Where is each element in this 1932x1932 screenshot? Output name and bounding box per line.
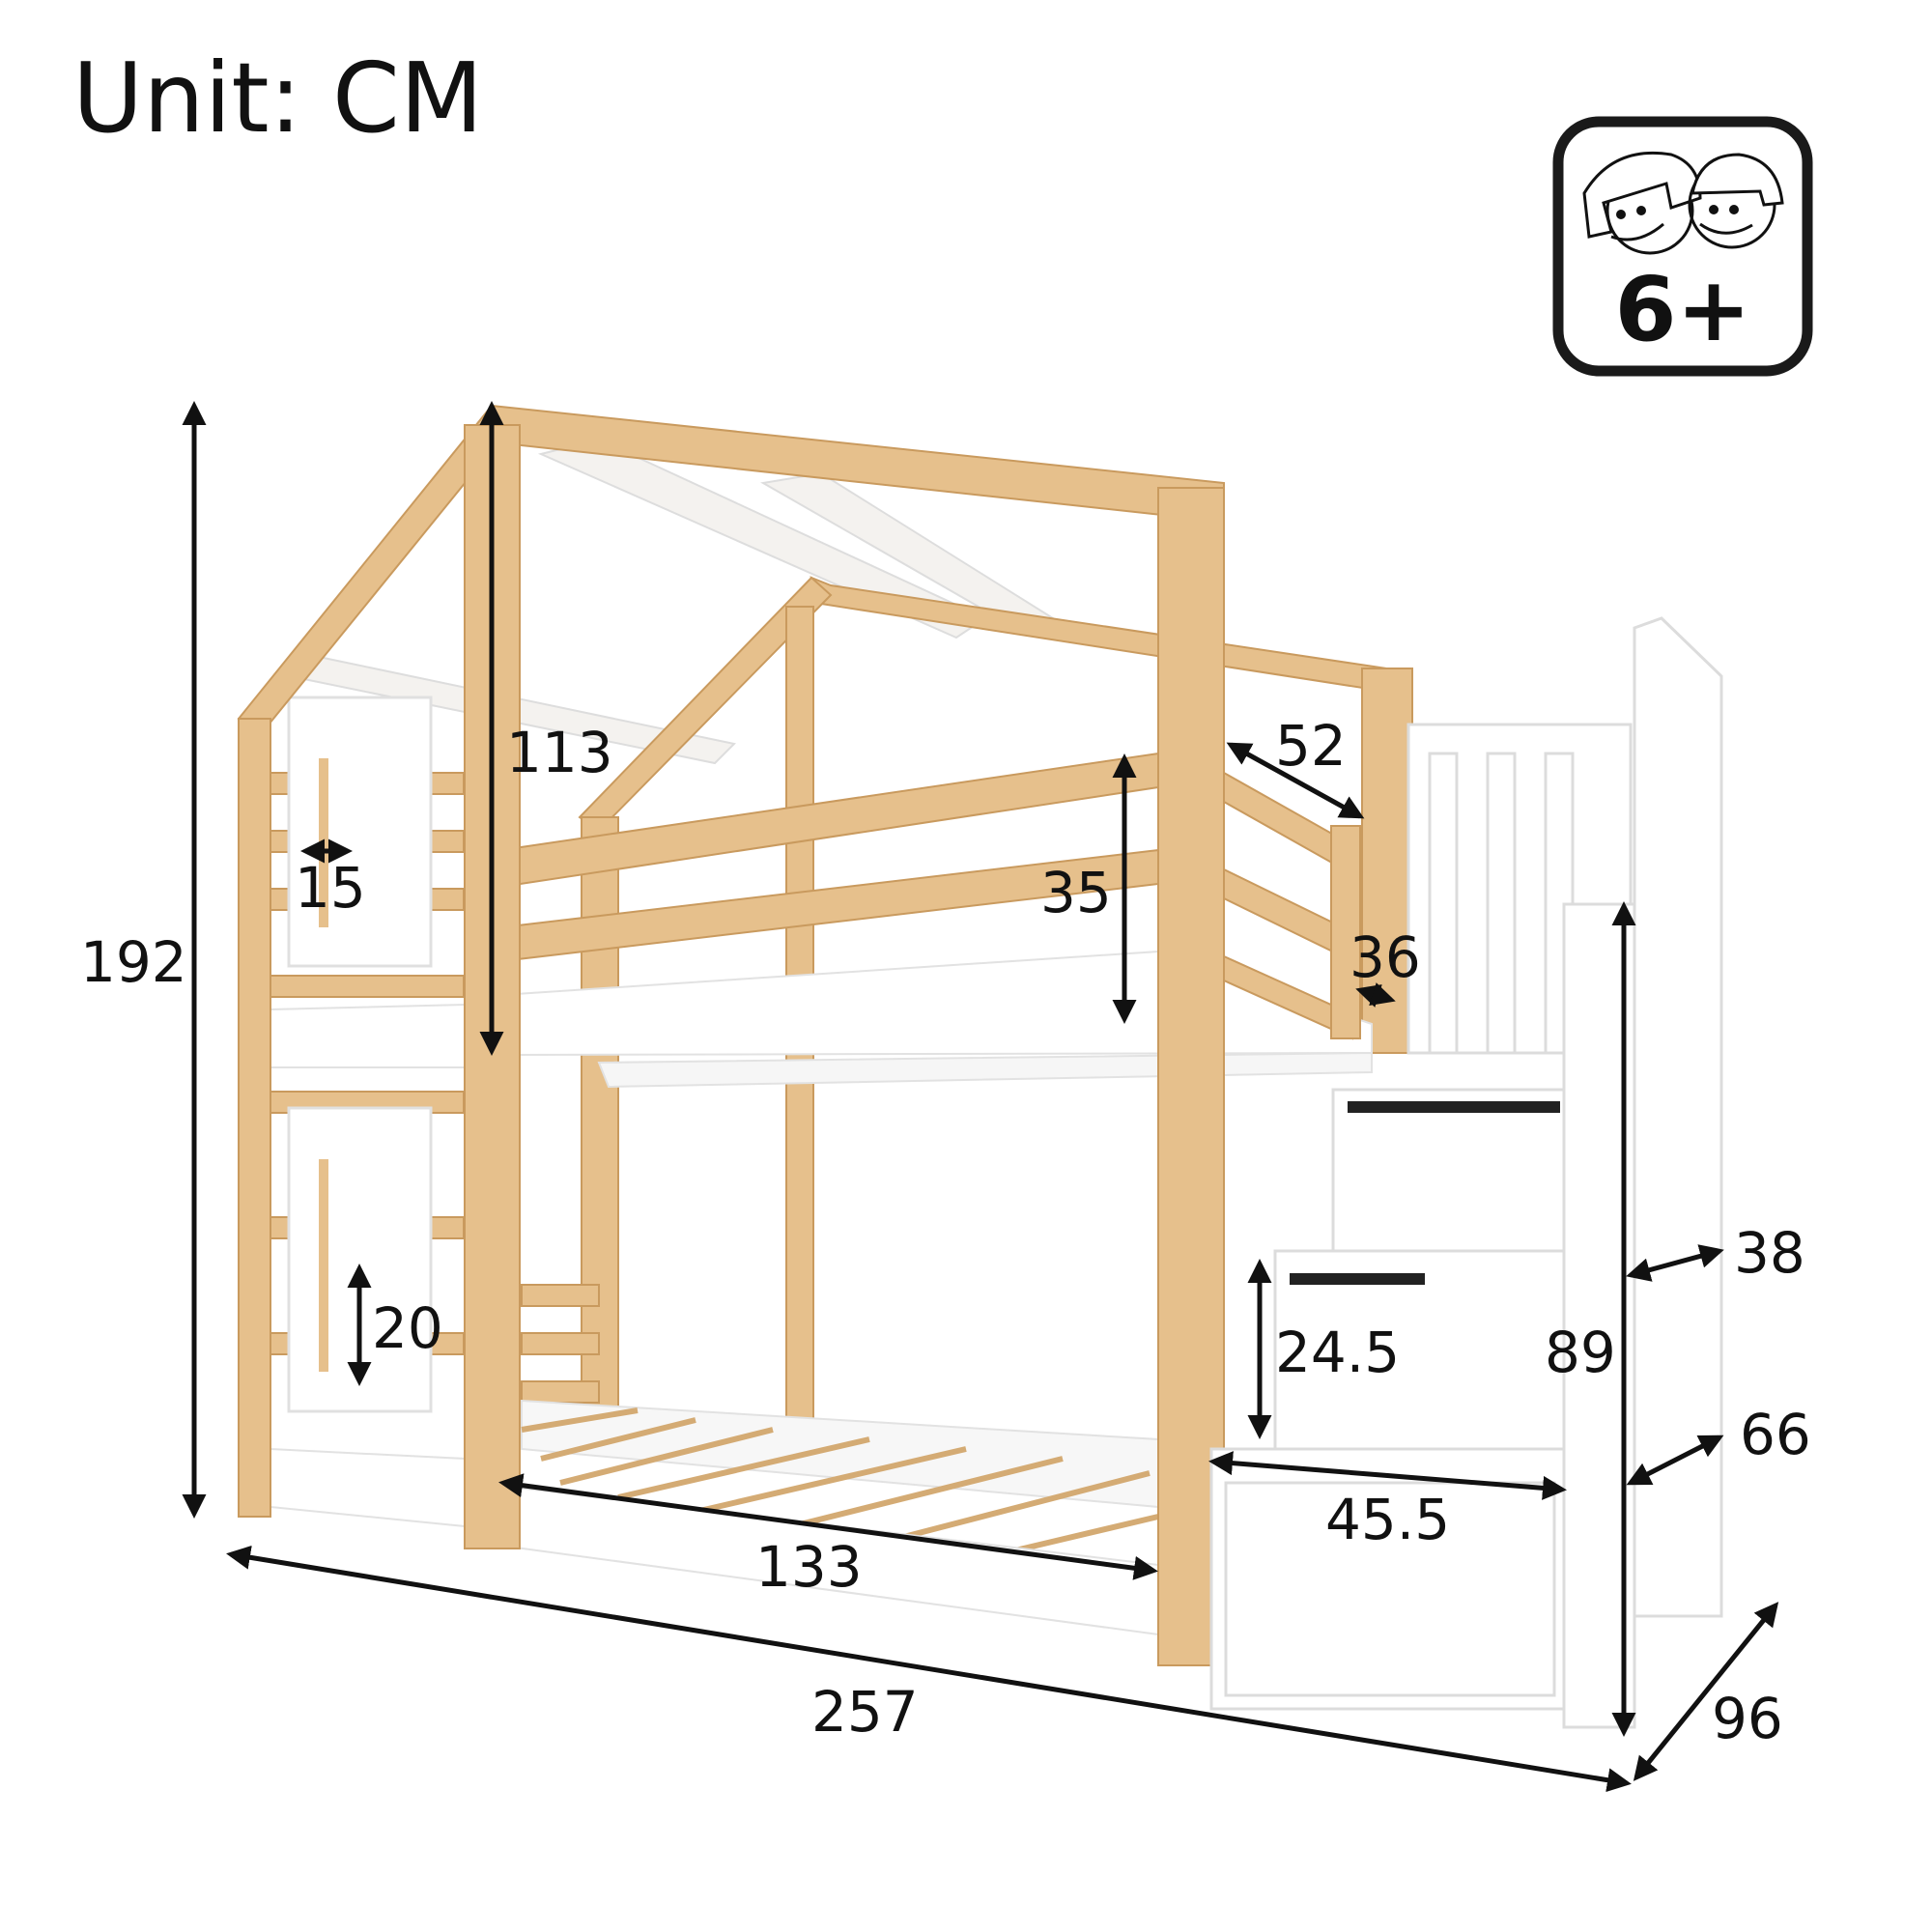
arrow-step-depth — [1626, 1244, 1724, 1282]
arrow-total-length — [226, 1545, 1632, 1793]
label-window-width: 15 — [295, 855, 366, 921]
label-rail-gap: 36 — [1350, 924, 1421, 990]
label-stair-height: 89 — [1545, 1320, 1616, 1385]
arrow-stair-depth — [1626, 1435, 1724, 1486]
label-stair-width: 45.5 — [1325, 1487, 1451, 1552]
label-total-height: 192 — [80, 929, 187, 995]
bunk-bed — [237, 404, 1723, 1729]
age-badge: 6+ — [1552, 116, 1813, 377]
arrow-stair-width — [1208, 1451, 1567, 1500]
label-upper-height: 113 — [506, 720, 613, 785]
label-window-height: 20 — [372, 1295, 443, 1361]
children-faces-icon — [1582, 151, 1784, 255]
label-step-height: 24.5 — [1275, 1320, 1401, 1385]
arrow-total-width — [1633, 1602, 1779, 1781]
age-badge-text: 6+ — [1614, 258, 1750, 361]
label-total-width: 96 — [1712, 1686, 1783, 1751]
label-ladder-opening: 52 — [1275, 713, 1347, 779]
label-stair-depth: 66 — [1740, 1402, 1811, 1467]
arrow-ladder-opening — [1226, 742, 1365, 819]
label-step-depth: 38 — [1734, 1220, 1805, 1286]
arrow-bed-length — [498, 1473, 1158, 1580]
label-guard-rail-height: 35 — [1040, 860, 1112, 925]
label-total-length: 257 — [811, 1679, 919, 1745]
unit-label: Unit: CM — [72, 42, 484, 155]
label-bed-length: 133 — [755, 1534, 863, 1600]
dimension-arrows — [182, 401, 1779, 1793]
arrow-rail-gap — [1355, 982, 1396, 1008]
